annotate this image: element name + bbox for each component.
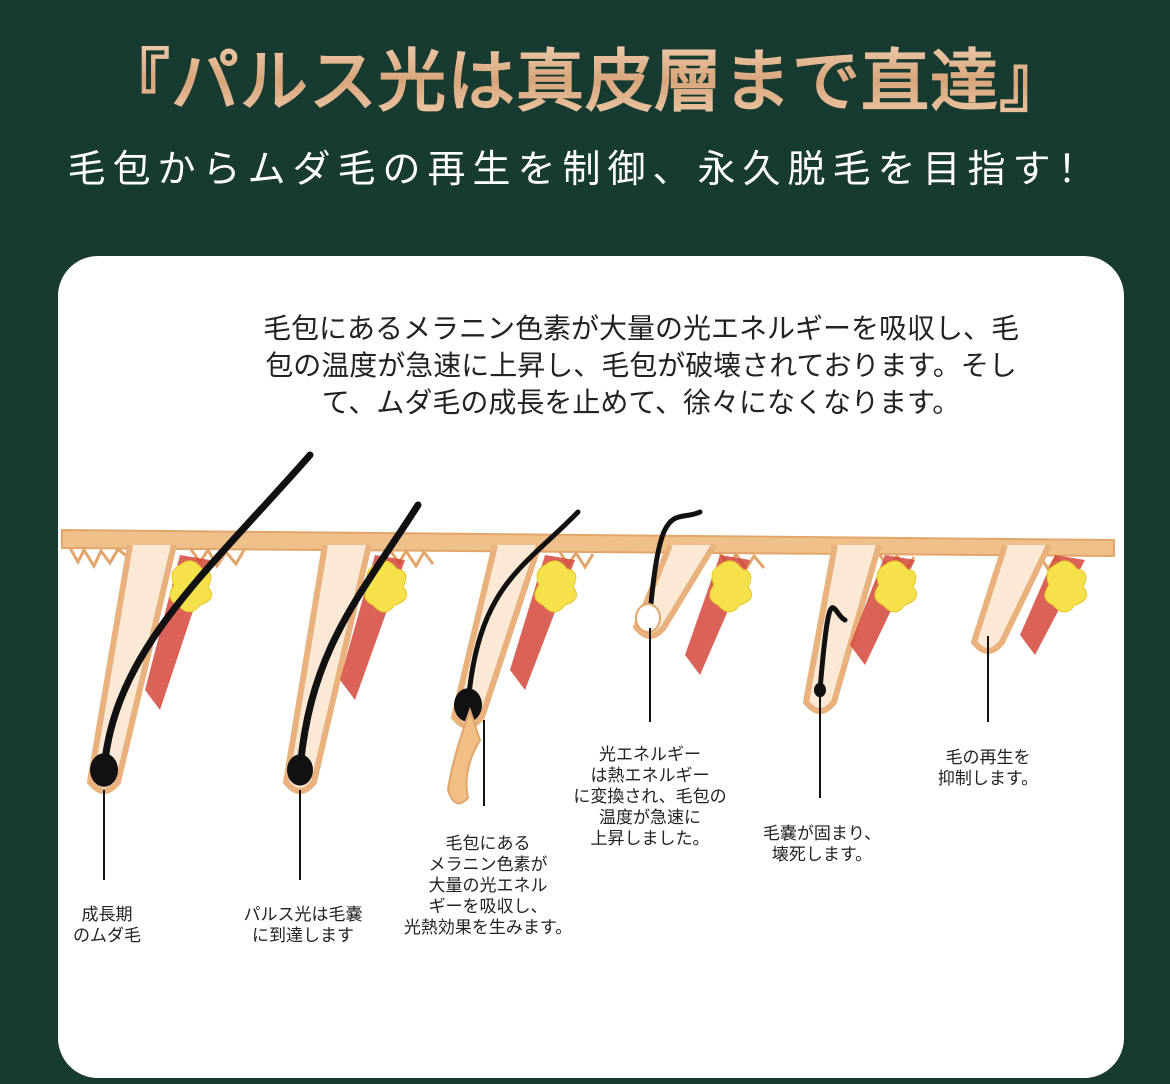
label-line: 毛包にある: [445, 834, 531, 854]
sebaceous-gland: [1044, 560, 1088, 613]
heat-spot: [635, 603, 661, 633]
label-line: メラニン色素が: [428, 855, 548, 875]
label-line: 毛の再生を: [945, 748, 1031, 768]
follicle-stages: [86, 451, 1088, 805]
label-line: 成長期: [81, 905, 133, 925]
hair-shaft: [465, 509, 581, 708]
label-line: 光熱効果を生みます。: [403, 918, 573, 938]
hair-bulb: [90, 753, 118, 787]
label-line: のムダ毛: [73, 926, 141, 946]
label-line: 毛嚢が固まり、: [762, 824, 882, 844]
label-line: に到達します: [252, 926, 354, 946]
description-text: 毛包にあるメラニン色素が大量の光エネルギーを吸収し、毛 包の温度が急速に上昇し、…: [118, 310, 1164, 421]
sebaceous-gland: [874, 560, 918, 613]
label-line: ギーを吸収し、: [428, 897, 548, 917]
melanin-drip: [446, 706, 482, 805]
label-line: は熱エネルギー: [590, 766, 710, 786]
stage-3-label: 毛包にある メラニン色素が 大量の光エネル ギーを吸収し、 光熱効果を生みます。: [388, 834, 588, 939]
stage-4-label: 光エネルギー は熱エネルギー に変換され、毛包の 温度が急速に 上昇しました。: [560, 745, 740, 850]
hair-bulb: [454, 688, 482, 722]
hair-bulb: [287, 754, 313, 786]
hair-shaft: [647, 509, 703, 618]
hair-shaft: [296, 501, 422, 774]
label-line: 光エネルギー: [599, 745, 701, 765]
hair-shaft: [100, 451, 314, 774]
page-title: 『パルス光は真皮層まで直達』: [0, 26, 1170, 125]
sebaceous-gland: [534, 560, 578, 613]
hair-shaft: [817, 605, 848, 693]
stage-2-label: パルス光は毛嚢 に到達します: [228, 905, 378, 947]
label-line: 大量の光エネル: [428, 876, 548, 896]
stage-5-label: 毛嚢が固まり、 壊死します。: [752, 824, 892, 866]
sebaceous-gland: [709, 560, 753, 613]
description-line: 毛包にあるメラニン色素が大量の光エネルギーを吸収し、毛: [262, 312, 1019, 345]
stage-6-label: 毛の再生を 抑制します。: [928, 748, 1048, 790]
pointer-lines: [103, 628, 989, 880]
label-line: 壊死します。: [771, 845, 873, 865]
label-line: 抑制します。: [937, 769, 1039, 789]
description-line: 包の温度が急速に上昇し、毛包が破壊されております。そし: [265, 349, 1017, 382]
label-line: パルス光は毛嚢: [243, 905, 363, 925]
page-subtitle: 毛包からムダ毛の再生を制御、永久脱毛を目指す！: [67, 147, 1103, 191]
description-line: て、ムダ毛の成長を止めて、徐々になくなります。: [321, 386, 961, 419]
stage-1-label: 成長期 のムダ毛: [62, 905, 152, 947]
diagram-card: 毛包にあるメラニン色素が大量の光エネルギーを吸収し、毛 包の温度が急速に上昇し、…: [58, 256, 1124, 1078]
label-line: 温度が急速に: [599, 808, 701, 828]
label-line: に変換され、毛包の: [573, 787, 727, 807]
label-line: 上昇しました。: [590, 829, 710, 849]
